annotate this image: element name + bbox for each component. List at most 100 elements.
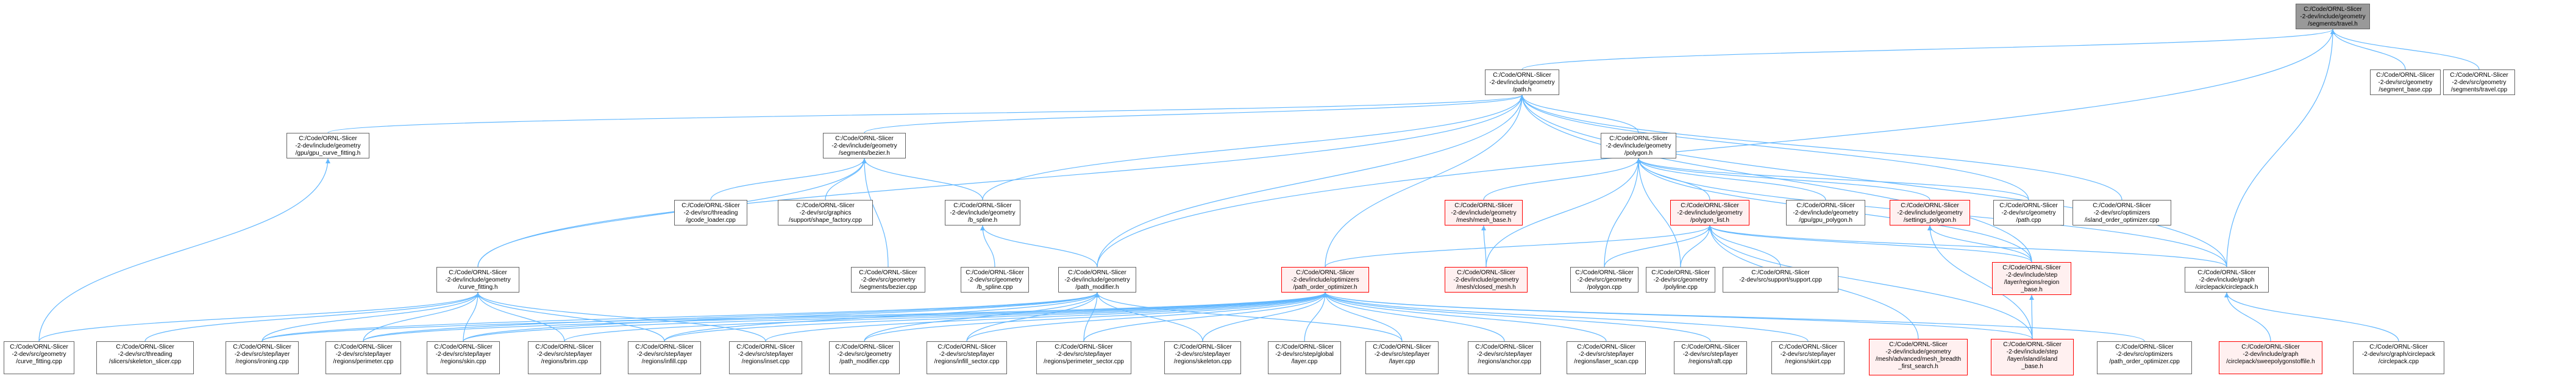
node-infill-cpp[interactable]: C:/Code/ORNL-Slicer -2-dev/src/step/laye… (628, 341, 701, 374)
node-path-cpp[interactable]: C:/Code/ORNL-Slicer -2-dev/src/geometry … (1993, 200, 2064, 225)
node-closed-mesh-h[interactable]: C:/Code/ORNL-Slicer -2-dev/include/geome… (1445, 267, 1528, 293)
edge-curve_fitting_h-curve_fitting_cpp (38, 292, 479, 342)
node-skeleton-cpp[interactable]: C:/Code/ORNL-Slicer -2-dev/src/step/laye… (1164, 341, 1241, 374)
node-b-spline-h[interactable]: C:/Code/ORNL-Slicer -2-dev/include/geome… (945, 200, 1020, 225)
node-ironing-cpp[interactable]: C:/Code/ORNL-Slicer -2-dev/src/step/laye… (226, 341, 299, 374)
edge-path_modifier_h-ironing_cpp (262, 292, 1098, 342)
edge-mesh_base_h-closed_mesh_h (1483, 225, 1487, 268)
edge-arrowhead (2029, 295, 2034, 300)
node-gpu-polygon-h[interactable]: C:/Code/ORNL-Slicer -2-dev/include/geome… (1786, 200, 1865, 225)
edge-b_spline_h-path_modifier_h (982, 225, 1098, 268)
edge-b_spline_h-b_spline_cpp (982, 225, 995, 268)
edge-arrowhead (475, 293, 480, 297)
node-path-order-optimizer-h[interactable]: C:/Code/ORNL-Slicer -2-dev/include/optim… (1281, 267, 1369, 293)
node-curve-fitting-h[interactable]: C:/Code/ORNL-Slicer -2-dev/include/geome… (436, 267, 519, 293)
edge-polygon_h-mesh_base_h (1483, 158, 1639, 201)
node-infill-sector-cpp[interactable]: C:/Code/ORNL-Slicer -2-dev/src/step/laye… (927, 341, 1007, 374)
edge-path_order_optimizer_h-island_base_h (1325, 292, 2033, 339)
node-travel-h[interactable]: C:/Code/ORNL-Slicer -2-dev/include/geome… (2296, 4, 2370, 29)
edge-polygon_h-path_cpp (1638, 158, 2029, 201)
node-region-base-h[interactable]: C:/Code/ORNL-Slicer -2-dev/include/step … (1992, 262, 2071, 295)
node-b-spline-cpp[interactable]: C:/Code/ORNL-Slicer -2-dev/src/geometry … (961, 267, 1029, 293)
edge-circlepack_h-circlepack_cpp (2226, 292, 2399, 342)
edge-travel_h-path_h (1521, 29, 2333, 70)
edge-curve_fitting_h-perimeter_cpp (363, 292, 479, 342)
edge-path_order_optimizer_h-perimeter_sector_cpp (1083, 292, 1326, 342)
edge-settings_polygon_h-island_base_h (1929, 225, 2033, 339)
node-skin-cpp[interactable]: C:/Code/ORNL-Slicer -2-dev/src/step/laye… (427, 341, 500, 374)
edge-path_modifier_h-path_modifier_cpp (864, 292, 1098, 342)
edge-path_h-polygon_h (1521, 94, 1639, 133)
edge-path_order_optimizer_h-global_layer_cpp (1304, 292, 1326, 342)
node-skeleton-slicer-cpp[interactable]: C:/Code/ORNL-Slicer -2-dev/src/threading… (96, 341, 194, 374)
node-raft-cpp[interactable]: C:/Code/ORNL-Slicer -2-dev/src/step/laye… (1674, 341, 1747, 374)
node-segment-base-cpp[interactable]: C:/Code/ORNL-Slicer -2-dev/src/geometry … (2370, 69, 2441, 95)
node-bezier-cpp[interactable]: C:/Code/ORNL-Slicer -2-dev/src/geometry … (851, 267, 925, 293)
node-island-base-h[interactable]: C:/Code/ORNL-Slicer -2-dev/include/step … (1991, 339, 2074, 375)
node-settings-polygon-h[interactable]: C:/Code/ORNL-Slicer -2-dev/include/geome… (1890, 200, 1970, 225)
node-shape-factory-cpp[interactable]: C:/Code/ORNL-Slicer -2-dev/src/graphics … (778, 200, 873, 225)
node-path-modifier-h[interactable]: C:/Code/ORNL-Slicer -2-dev/include/geome… (1058, 267, 1136, 293)
node-circlepack-cpp[interactable]: C:/Code/ORNL-Slicer -2-dev/src/graph/cir… (2353, 341, 2444, 374)
edge-polygon_list_h-island_base_h (1709, 225, 2033, 339)
node-skirt-cpp[interactable]: C:/Code/ORNL-Slicer -2-dev/src/step/laye… (1771, 341, 1845, 374)
edge-path_h-path_modifier_h (1097, 94, 1523, 268)
node-perimeter-sector-cpp[interactable]: C:/Code/ORNL-Slicer -2-dev/src/step/laye… (1036, 341, 1131, 374)
node-laser-scan-cpp[interactable]: C:/Code/ORNL-Slicer -2-dev/src/step/laye… (1567, 341, 1646, 374)
edge-bezier_h-bezier_cpp (864, 158, 889, 268)
node-support-cpp[interactable]: C:/Code/ORNL-Slicer -2-dev/src/support/s… (1723, 267, 1838, 293)
edge-polygon_list_h-circlepack_h (1709, 225, 2227, 268)
node-curve-fitting-cpp[interactable]: C:/Code/ORNL-Slicer -2-dev/src/geometry … (4, 341, 74, 374)
edge-arrowhead (1520, 95, 1525, 100)
node-anchor-cpp[interactable]: C:/Code/ORNL-Slicer -2-dev/src/step/laye… (1468, 341, 1541, 374)
node-layer-cpp[interactable]: C:/Code/ORNL-Slicer -2-dev/src/step/laye… (1365, 341, 1439, 374)
edge-path_h-path_order_optimizer_h (1325, 94, 1523, 268)
edge-travel_h-travel_cpp (2332, 29, 2480, 70)
edge-path_h-circlepack_h (1521, 94, 2227, 268)
node-gcode-loader-cpp[interactable]: C:/Code/ORNL-Slicer -2-dev/src/threading… (674, 200, 747, 225)
node-circlepack-h[interactable]: C:/Code/ORNL-Slicer -2-dev/include/graph… (2185, 267, 2269, 293)
node-brim-cpp[interactable]: C:/Code/ORNL-Slicer -2-dev/src/step/laye… (528, 341, 601, 374)
edge-path_modifier_h-layer_cpp (1097, 292, 1403, 342)
node-polygon-list-h[interactable]: C:/Code/ORNL-Slicer -2-dev/include/geome… (1670, 200, 1749, 225)
edge-arrowhead (1927, 225, 1932, 230)
edge-arrowhead (1323, 293, 1328, 297)
edge-bezier_h-b_spline_h (864, 158, 983, 201)
edge-path_order_optimizer_h-raft_cpp (1325, 292, 1711, 342)
node-path-h[interactable]: C:/Code/ORNL-Slicer -2-dev/include/geome… (1485, 69, 1559, 95)
edge-polygon_h-polyline_cpp (1638, 158, 1681, 268)
node-breadth-first-search-h[interactable]: C:/Code/ORNL-Slicer -2-dev/include/geome… (1869, 339, 1968, 375)
node-polygon-h[interactable]: C:/Code/ORNL-Slicer -2-dev/include/geome… (1601, 133, 1676, 158)
node-gpu-curve-fitting-h[interactable]: C:/Code/ORNL-Slicer -2-dev/include/geome… (286, 133, 369, 158)
node-path-modifier-cpp[interactable]: C:/Code/ORNL-Slicer -2-dev/src/geometry … (829, 341, 900, 374)
node-travel-cpp[interactable]: C:/Code/ORNL-Slicer -2-dev/src/geometry … (2443, 69, 2515, 95)
edge-path_order_optimizer_h-laser_scan_cpp (1325, 292, 1607, 342)
edge-path_order_optimizer_h-infill_sector_cpp (966, 292, 1326, 342)
node-polygon-cpp[interactable]: C:/Code/ORNL-Slicer -2-dev/src/geometry … (1570, 267, 1638, 293)
edge-path_order_optimizer_h-skirt_cpp (1325, 292, 1809, 342)
node-island-order-optimizer-cpp[interactable]: C:/Code/ORNL-Slicer -2-dev/src/optimizer… (2073, 200, 2171, 225)
node-perimeter-cpp[interactable]: C:/Code/ORNL-Slicer -2-dev/src/step/laye… (326, 341, 401, 374)
node-bezier-h[interactable]: C:/Code/ORNL-Slicer -2-dev/include/geome… (823, 133, 906, 158)
node-path-order-optimizer-cpp[interactable]: C:/Code/ORNL-Slicer -2-dev/src/optimizer… (2097, 341, 2192, 374)
edge-curve_fitting_h-ironing_cpp (262, 292, 479, 342)
node-circlepackpolygonstoffile-h[interactable]: C:/Code/ORNL-Slicer -2-dev/include/graph… (2219, 341, 2322, 374)
node-global-layer-cpp[interactable]: C:/Code/ORNL-Slicer -2-dev/src/step/glob… (1268, 341, 1341, 374)
edge-travel_h-path_modifier_h (1097, 29, 2333, 268)
edge-bezier_h-gcode_loader_cpp (710, 158, 865, 201)
edge-travel_h-segment_base_cpp (2332, 29, 2406, 70)
edge-curve_fitting_h-inset_cpp (477, 292, 766, 342)
node-polyline-cpp[interactable]: C:/Code/ORNL-Slicer -2-dev/src/geometry … (1646, 267, 1715, 293)
node-mesh-base-h[interactable]: C:/Code/ORNL-Slicer -2-dev/include/geome… (1445, 200, 1523, 225)
edge-settings_polygon_h-region_base_h (1929, 225, 2032, 263)
edge-path_order_optimizer_h-brim_cpp (564, 292, 1326, 342)
edge-path_h-bezier_h (864, 94, 1523, 133)
edge-arrowhead (326, 158, 330, 163)
edge-curve_fitting_h-skeleton_slicer_cpp (144, 292, 479, 342)
edge-path_h-path_cpp (1521, 94, 2029, 201)
edge-path_order_optimizer_h-layer_cpp (1325, 292, 1403, 342)
node-inset-cpp[interactable]: C:/Code/ORNL-Slicer -2-dev/src/step/laye… (729, 341, 802, 374)
edge-path_h-gpu_curve_fitting_h (327, 94, 1523, 133)
edge-polygon_list_h-path_order_optimizer_h (1325, 225, 1710, 268)
